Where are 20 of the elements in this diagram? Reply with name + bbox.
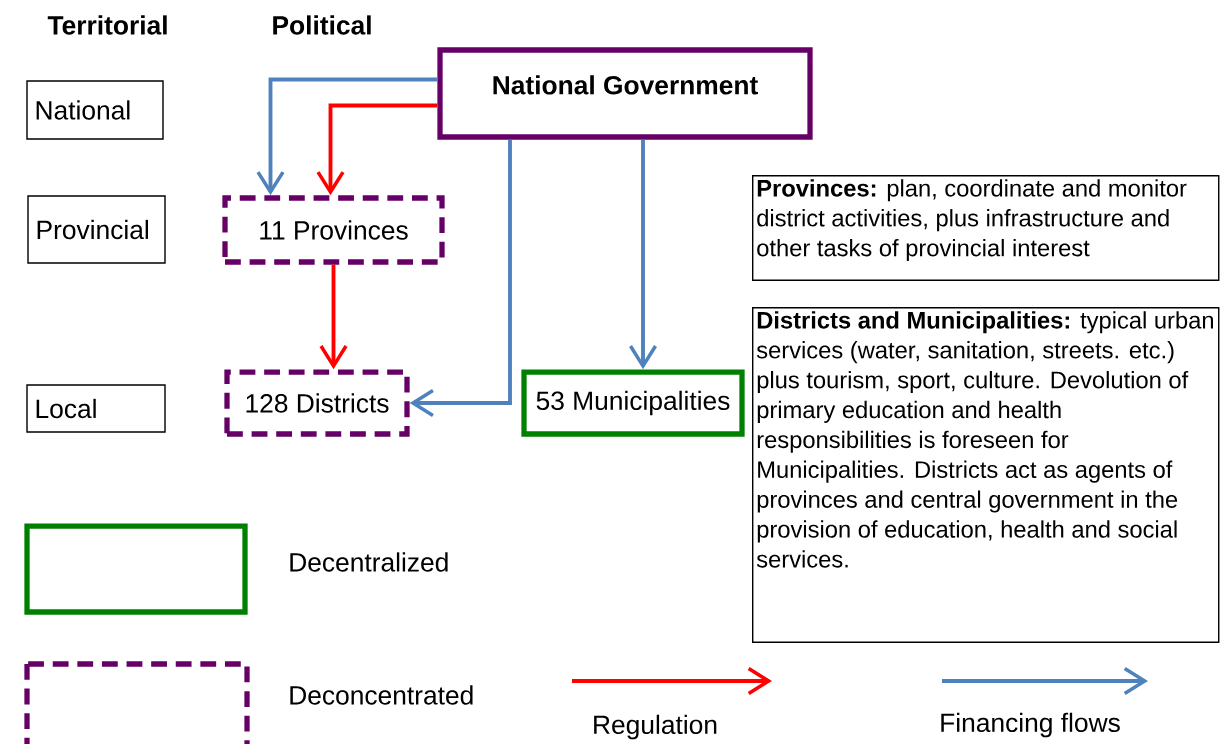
deconcentrated-box: 128 Districts xyxy=(224,369,410,437)
arrow xyxy=(629,139,657,370)
arrow xyxy=(409,139,512,417)
note-box: Districts and Municipalities: typical urban services (water, sanitation, streets. etc.) plus tourism, sport, culture. Devolution of primary education and health responsibilities is foreseen for Municipalities. Districts act as agents of provinces and central government in the provision of education, health and social services. xyxy=(752,307,1220,643)
level-box: National xyxy=(26,80,164,140)
arrow xyxy=(316,103,438,196)
note-box: Provinces: plan, coordinate and monitor district activities, plus infrastructure and other tasks of provincial interest xyxy=(752,175,1220,281)
legend-label: Regulation xyxy=(594,714,717,740)
legend-label: Decentralized xyxy=(290,552,448,572)
legend-label: Financing flows xyxy=(941,712,1120,738)
level-box: Provincial xyxy=(27,195,166,264)
arrow xyxy=(319,264,348,370)
deconcentrated-box: 11 Provinces xyxy=(222,195,445,265)
arrow xyxy=(256,77,438,196)
decentralized-box: 53 Municipalities xyxy=(521,369,745,437)
level-box: Local xyxy=(26,384,166,433)
column-heading: Political xyxy=(273,15,371,35)
legend-label: Deconcentrated xyxy=(290,685,473,705)
government-box: National Government xyxy=(437,47,813,140)
column-heading: Territorial xyxy=(47,15,167,35)
